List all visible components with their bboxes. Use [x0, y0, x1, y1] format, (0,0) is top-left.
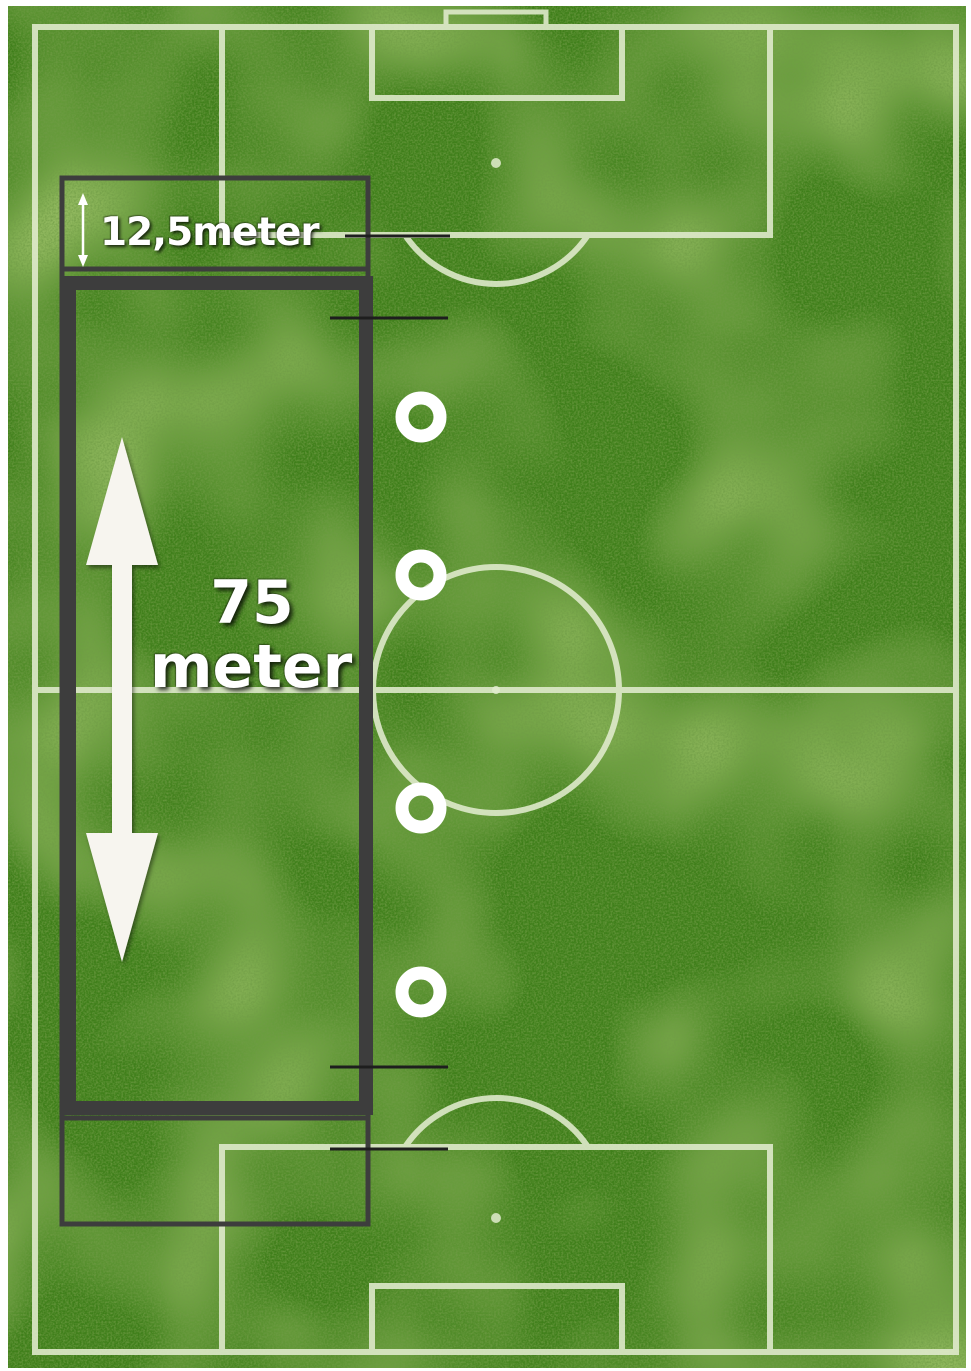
penalty-depth-label: 12,5meter — [100, 208, 319, 258]
zone-length-unit: meter — [150, 632, 350, 702]
top-penalty-spot — [491, 158, 501, 168]
center-spot — [492, 686, 500, 694]
zone-length-value: 75 — [152, 568, 352, 638]
bottom-penalty-spot — [491, 1213, 501, 1223]
